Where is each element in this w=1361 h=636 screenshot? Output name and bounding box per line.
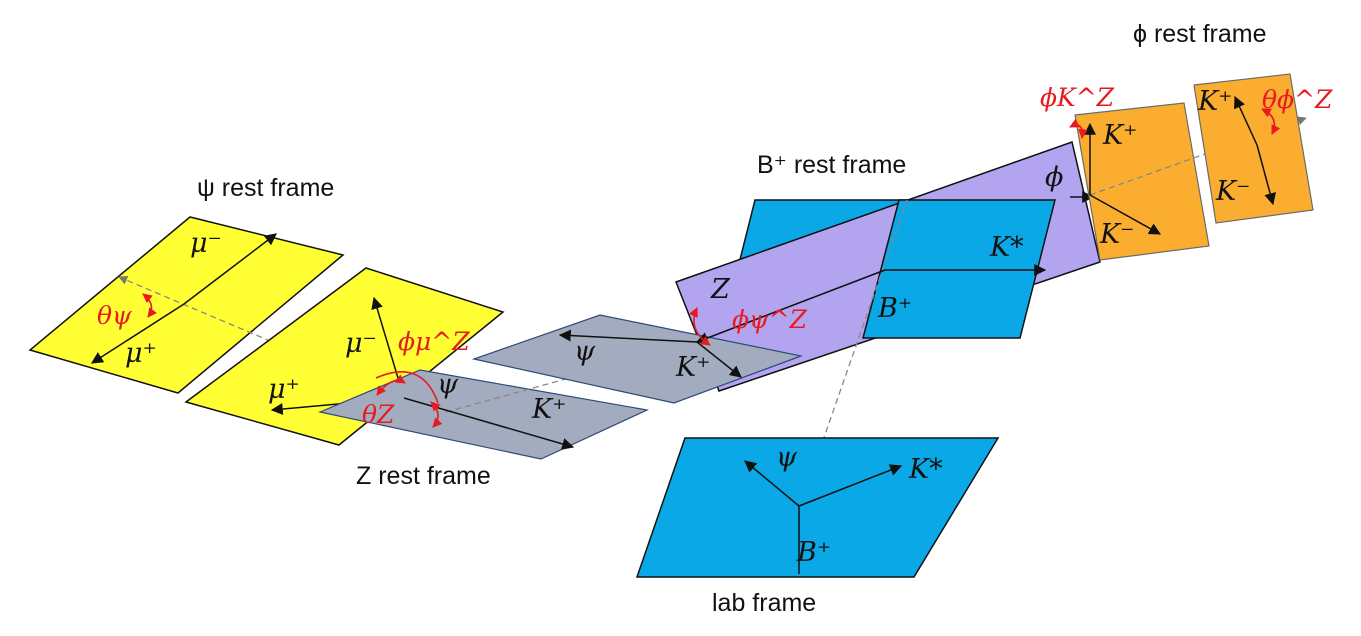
k-plus-label-phi-left: K⁺ [1102,120,1137,151]
phi-psi-z-angle: ϕψ^Z [732,305,808,334]
theta-z-angle: θZ [362,400,395,429]
k-plus-label-phi-right: K⁺ [1197,86,1232,117]
lab-frame-plane [635,437,1000,578]
lab-frame-title: lab frame [712,589,816,617]
z-rest-frame-title: Z rest frame [356,462,491,490]
theta-phi-z-angle: θϕ^Z [1262,85,1333,114]
phi-label: ϕ [1045,162,1063,193]
psi-label-lab: ψ [776,442,798,473]
psi-rest-plane-right [184,267,505,446]
phi-k-z-angle: ϕK^Z [1040,83,1115,112]
psi-label-z-large: ψ [574,336,596,367]
mu-minus-label-right: μ⁻ [345,328,377,359]
k-minus-label-phi-left: K⁻ [1099,219,1134,250]
psi-label-z-frame: ψ [437,369,459,400]
z-label: Z [710,274,731,305]
k-plus-label-z-frame: K⁺ [531,394,566,425]
psi-rest-frame-title: ψ rest frame [197,174,334,202]
mu-plus-label-right: μ⁺ [268,374,300,405]
k-plus-label-z-large: K⁺ [675,352,710,383]
z-rest-plane-large [471,314,804,404]
theta-psi-angle: θψ [97,301,132,330]
phi-mu-z-angle: ϕμ^Z [398,327,470,356]
mu-minus-label-left: μ⁻ [190,228,222,259]
mu-plus-label-left: μ⁺ [125,338,157,369]
phi-rest-plane-right [1193,73,1314,224]
k-minus-label-phi-right: K⁻ [1215,176,1250,207]
b-rest-frame-title: B⁺ rest frame [757,151,906,179]
k-star-label-b-frame: K* [989,232,1024,263]
b-plus-label-lab: B⁺ [796,537,831,568]
phi-rest-plane-left [1069,102,1307,261]
k-star-label-lab: K* [908,454,943,485]
b-plus-label-b-frame: B⁺ [877,293,912,324]
phi-rest-frame-title: ϕ rest frame [1133,20,1266,48]
